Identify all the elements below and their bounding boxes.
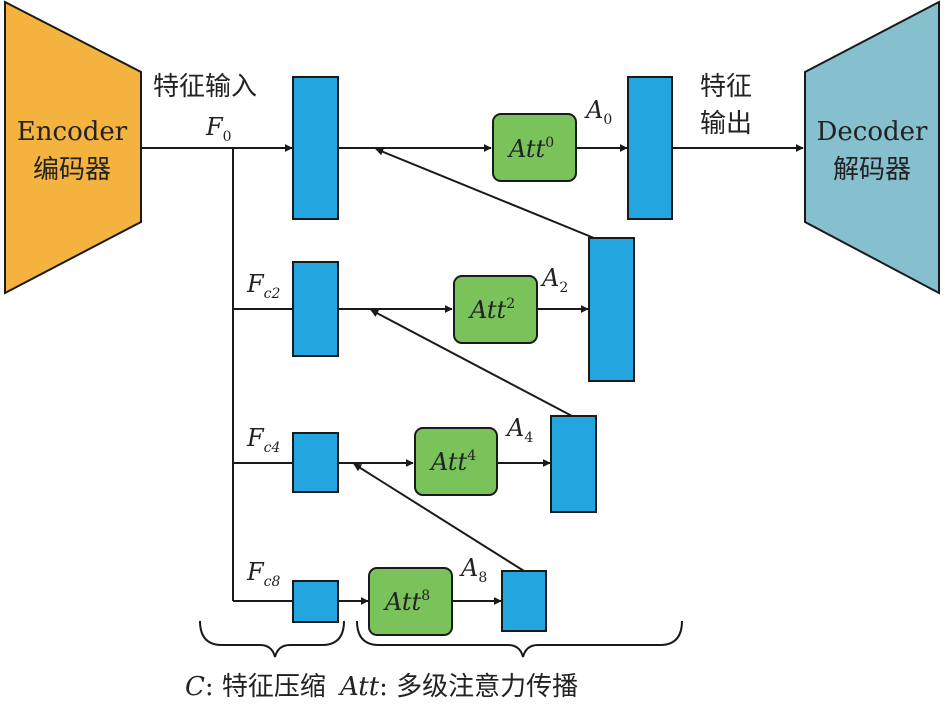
legend-c-text: : 特征压缩: [205, 672, 326, 702]
label-fc4: Fc4: [246, 424, 280, 456]
feedback-8-to-4-arrow: [353, 463, 525, 572]
label-a4: A4: [505, 414, 533, 446]
label-f0: F0: [205, 113, 232, 145]
legend-att-symbol: Att: [338, 672, 380, 702]
output-block-8: [501, 570, 547, 632]
att4-block: [414, 427, 498, 496]
legend-c-symbol: C: [185, 672, 205, 702]
label-a2: A2: [540, 264, 568, 296]
decoder-label-en: Decoder: [817, 117, 928, 147]
label-a0: A0: [584, 96, 612, 128]
att0-label: Att0: [507, 135, 554, 163]
brace-compression: [199, 620, 345, 658]
output-label-line1: 特征: [700, 72, 752, 102]
compress-block-8: [292, 580, 339, 623]
decoder-label-zh: 解码器: [833, 155, 911, 185]
feedback-4-to-2-arrow: [370, 309, 573, 417]
decoder-block: Decoder 解码器: [804, 0, 940, 295]
brace-attention: [356, 620, 683, 658]
att4-label: Att4: [429, 448, 476, 476]
legend-att-text: : 多级注意力传播: [379, 672, 578, 702]
output-block-4: [550, 415, 597, 513]
output-label-line2: 输出: [700, 109, 752, 139]
output-block-0: [627, 76, 673, 220]
compress-block-4: [292, 432, 339, 493]
label-a8: A8: [459, 554, 487, 586]
input-label: 特征输入: [153, 72, 257, 102]
encoder-block: Encoder 编码器: [4, 0, 142, 295]
att2-label: Att2: [468, 296, 515, 324]
encoder-label-en: Encoder: [17, 117, 128, 147]
label-fc8: Fc8: [246, 558, 280, 590]
label-fc2: Fc2: [246, 270, 280, 302]
output-block-2: [588, 237, 635, 382]
feedback-2-to-0-arrow: [375, 148, 595, 239]
compress-block-2: [292, 261, 339, 357]
att8-label: Att8: [383, 588, 430, 616]
encoder-label-zh: 编码器: [33, 155, 111, 185]
compress-block-0: [292, 76, 339, 220]
legend-line: C: 特征压缩 Att: 多级注意力传播: [185, 672, 578, 702]
